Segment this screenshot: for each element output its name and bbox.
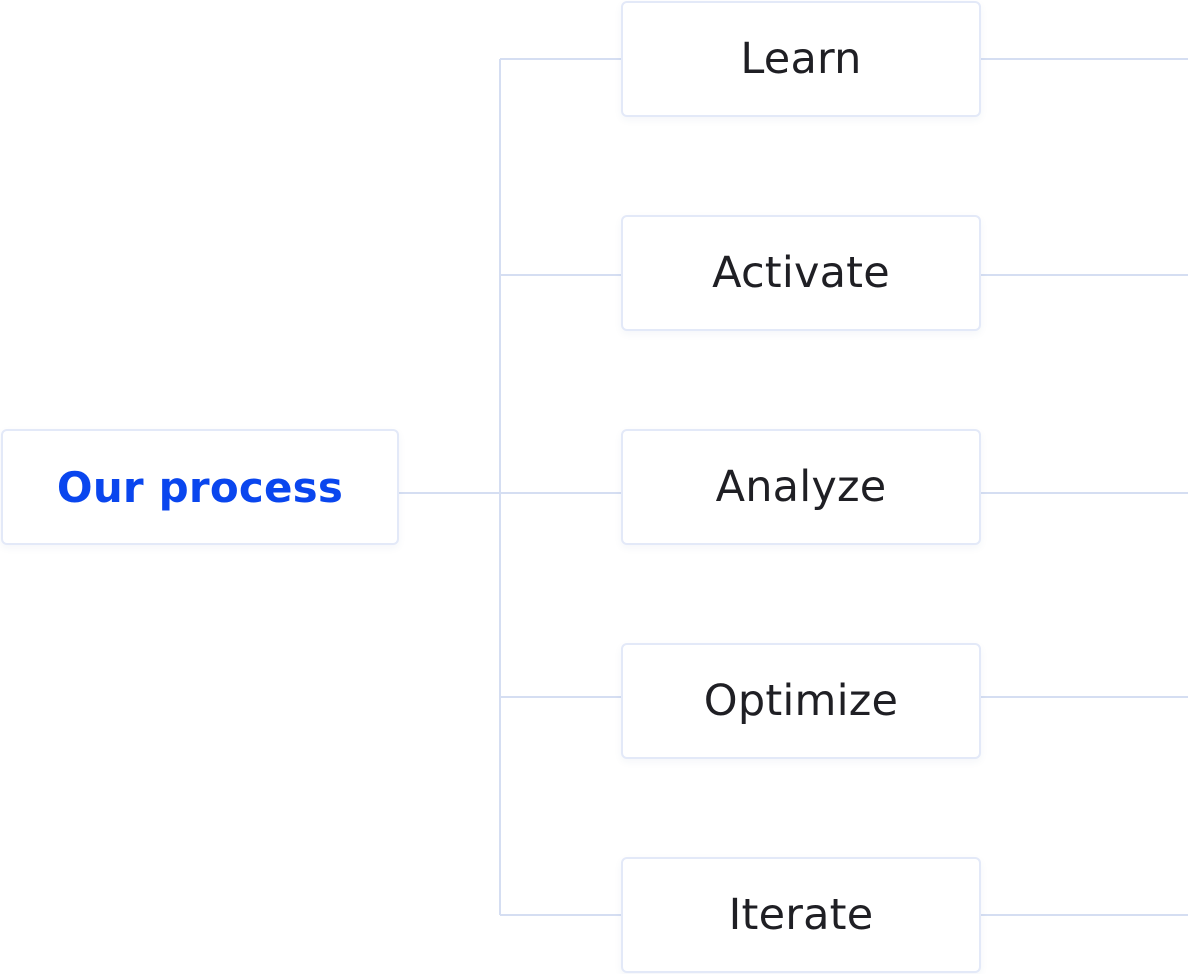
root-node-label: Our process: [56, 462, 344, 512]
step-node-iterate: Iterate: [621, 857, 981, 973]
step-node-label: Activate: [712, 248, 890, 298]
step-node-analyze: Analyze: [621, 429, 981, 545]
step-node-label: Optimize: [703, 676, 899, 726]
step-node-learn: Learn: [621, 1, 981, 117]
step-node-activate: Activate: [621, 215, 981, 331]
step-node-label: Iterate: [728, 890, 874, 940]
step-node-optimize: Optimize: [621, 643, 981, 759]
root-node: Our process: [1, 429, 399, 545]
step-node-label: Analyze: [715, 462, 887, 512]
step-node-label: Learn: [740, 34, 862, 84]
